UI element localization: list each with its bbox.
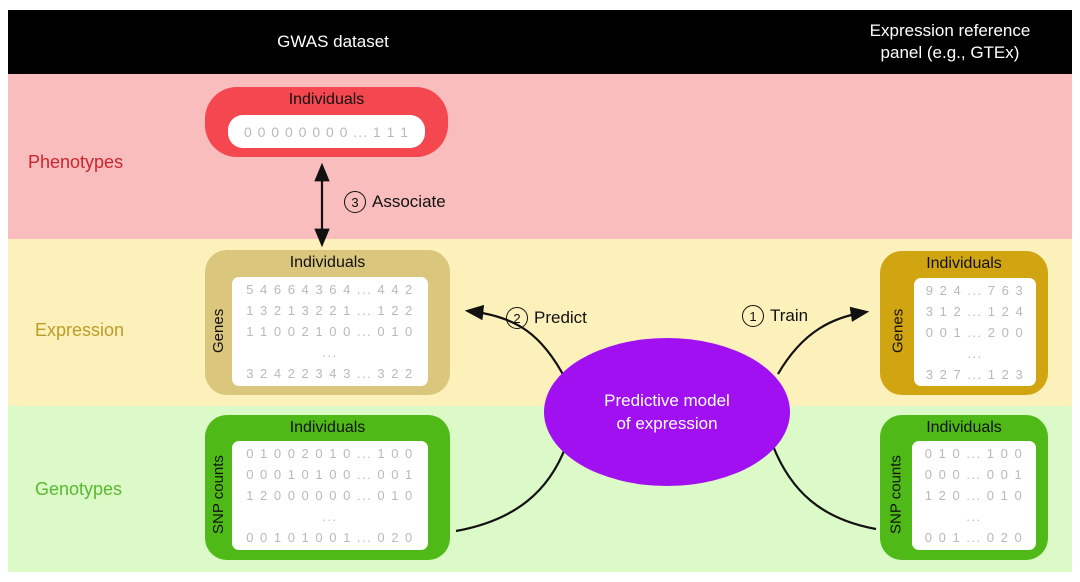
matrix-row: 3 2 4 2 2 3 4 3 ... 3 2 2 [246, 366, 414, 381]
step-train: 1 Train [742, 305, 808, 327]
gwas-dataset-title: GWAS dataset [277, 32, 389, 51]
gwas-expression-row-label: Genes [210, 308, 227, 353]
gwas-expression-matrix: 5 4 6 6 4 3 6 4 ... 4 4 2 1 3 2 1 3 2 2 … [232, 277, 428, 386]
ref-genotypes-row-label: SNP counts [887, 455, 905, 534]
matrix-row: ... [322, 509, 338, 524]
step-train-label: Train [770, 306, 809, 325]
step-associate: 3 Associate [344, 191, 446, 213]
model-label-line1: Predictive model [604, 391, 730, 410]
step-associate-label: Associate [372, 192, 446, 211]
matrix-row: ... [966, 509, 982, 524]
matrix-row: 1 1 0 0 2 1 0 0 ... 0 1 0 [246, 324, 414, 339]
matrix-row: 0 1 0 ... 1 0 0 [924, 446, 1024, 461]
step-3-circle-icon: 3 [344, 191, 366, 213]
phenotype-box-title: Individuals [288, 91, 365, 108]
matrix-row: ... [322, 345, 338, 360]
expression-reference-title-line2: panel (e.g., GTEx) [880, 43, 1020, 62]
ref-genotypes-title: Individuals [926, 419, 1002, 436]
step-predict-label: Predict [534, 308, 587, 327]
predictive-model-ellipse: Predictive model of expression [544, 338, 790, 486]
matrix-row: 0 1 0 0 2 0 1 0 ... 1 0 0 [246, 446, 414, 461]
header-bar: GWAS dataset Expression reference panel … [8, 10, 1072, 74]
phenotypes-band-label: Phenotypes [28, 152, 124, 172]
gwas-genotypes-title: Individuals [289, 419, 366, 436]
gwas-expression-title: Individuals [289, 254, 366, 271]
phenotypes-band [8, 74, 1072, 239]
gwas-genotypes-matrix: 0 1 0 0 2 0 1 0 ... 1 0 0 0 0 0 1 0 1 0 … [232, 441, 428, 550]
ref-genotypes-matrix: 0 1 0 ... 1 0 0 0 0 0 ... 0 0 1 1 2 0 ..… [912, 441, 1036, 550]
matrix-row: 0 0 0 1 0 1 0 0 ... 0 0 1 [246, 467, 414, 482]
step-2-circle-icon: 2 [506, 307, 528, 329]
phenotype-vector-box: Individuals 0 0 0 0 0 0 0 0 ... 1 1 1 [205, 87, 448, 157]
gwas-expression-box: Individuals Genes 5 4 6 6 4 3 6 4 ... 4 … [205, 250, 450, 395]
matrix-row: ... [967, 346, 983, 361]
ref-expression-row-label: Genes [889, 308, 907, 354]
expression-reference-title-line1: Expression reference [869, 21, 1031, 40]
matrix-row: 0 0 1 ... 2 0 0 [925, 325, 1025, 340]
ref-genotypes-box: Individuals SNP counts 0 1 0 ... 1 0 0 0… [880, 415, 1048, 560]
gwas-genotypes-row-label: SNP counts [210, 455, 227, 534]
genotypes-band-label: Genotypes [35, 479, 123, 499]
matrix-row: 3 2 7 ... 1 2 3 [925, 367, 1025, 382]
ref-expression-box: Individuals Genes 9 2 4 ... 7 6 3 3 1 2 … [880, 251, 1048, 395]
gwas-genotypes-box: Individuals SNP counts 0 1 0 0 2 0 1 0 .… [205, 415, 450, 560]
model-label-line2: of expression [616, 414, 718, 433]
step-1-circle-icon: 1 [742, 305, 764, 327]
matrix-row: 1 2 0 ... 0 1 0 [924, 488, 1024, 503]
matrix-row: 9 2 4 ... 7 6 3 [925, 283, 1025, 298]
phenotype-values: 0 0 0 0 0 0 0 0 ... 1 1 1 [228, 115, 425, 148]
matrix-row: 0 0 1 0 1 0 0 1 ... 0 2 0 [246, 530, 414, 545]
matrix-row: 1 3 2 1 3 2 2 1 ... 1 2 2 [246, 303, 414, 318]
step-predict: 2 Predict [506, 307, 587, 329]
expression-band-label: Expression [35, 320, 125, 340]
ref-expression-matrix: 9 2 4 ... 7 6 3 3 1 2 ... 1 2 4 0 0 1 ..… [914, 278, 1036, 386]
matrix-row: 0 0 0 ... 0 0 1 [924, 467, 1024, 482]
expression-reference-title: Expression reference panel (e.g., GTEx) [830, 10, 1070, 74]
matrix-row: 0 0 1 ... 0 2 0 [924, 530, 1024, 545]
matrix-row: 5 4 6 6 4 3 6 4 ... 4 4 2 [246, 282, 414, 297]
ref-expression-title: Individuals [926, 255, 1002, 272]
matrix-row: 3 1 2 ... 1 2 4 [925, 304, 1025, 319]
matrix-row: 1 2 0 0 0 0 0 0 ... 0 1 0 [246, 488, 414, 503]
